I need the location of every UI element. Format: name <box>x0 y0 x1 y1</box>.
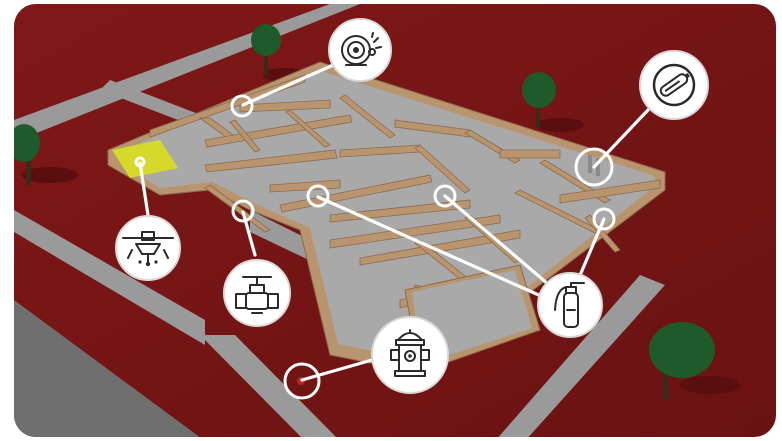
fire-hydrant-icon <box>390 329 430 377</box>
callout-valve[interactable] <box>223 259 291 327</box>
tree-bottom-right <box>649 322 740 400</box>
fire-extinguisher-icon <box>554 282 585 328</box>
connector-lines <box>138 60 650 382</box>
callout-fire-hydrant[interactable] <box>371 316 449 394</box>
gas-cylinder-marker <box>588 155 600 176</box>
sprinkler-icon <box>122 231 174 267</box>
ring-valve <box>231 199 255 223</box>
ring-sprinkler <box>134 156 146 168</box>
valve-icon <box>235 276 279 314</box>
tree-right <box>522 72 584 132</box>
walkway-left <box>14 210 205 345</box>
highlight-rings <box>134 94 616 400</box>
ring-extinguisher-1 <box>306 184 330 208</box>
ring-extinguisher-3 <box>592 207 616 231</box>
highlighted-room <box>112 140 178 178</box>
ring-hydrant <box>283 362 321 400</box>
ring-extinguisher-2 <box>433 184 457 208</box>
ring-alarm <box>230 94 254 118</box>
callout-fire-extinguisher[interactable] <box>537 272 603 338</box>
callout-sprinkler[interactable] <box>115 215 181 281</box>
walkway-bottom <box>200 335 340 437</box>
road-left <box>14 255 205 437</box>
fire-alarm-bell-icon <box>341 32 382 66</box>
walkway-right <box>495 275 665 437</box>
callout-fire-alarm[interactable] <box>328 18 392 82</box>
ring-gas <box>574 147 614 187</box>
gas-cylinder-icon <box>652 63 696 107</box>
tree-left <box>14 124 78 185</box>
callout-gas-cylinder[interactable] <box>639 50 709 120</box>
